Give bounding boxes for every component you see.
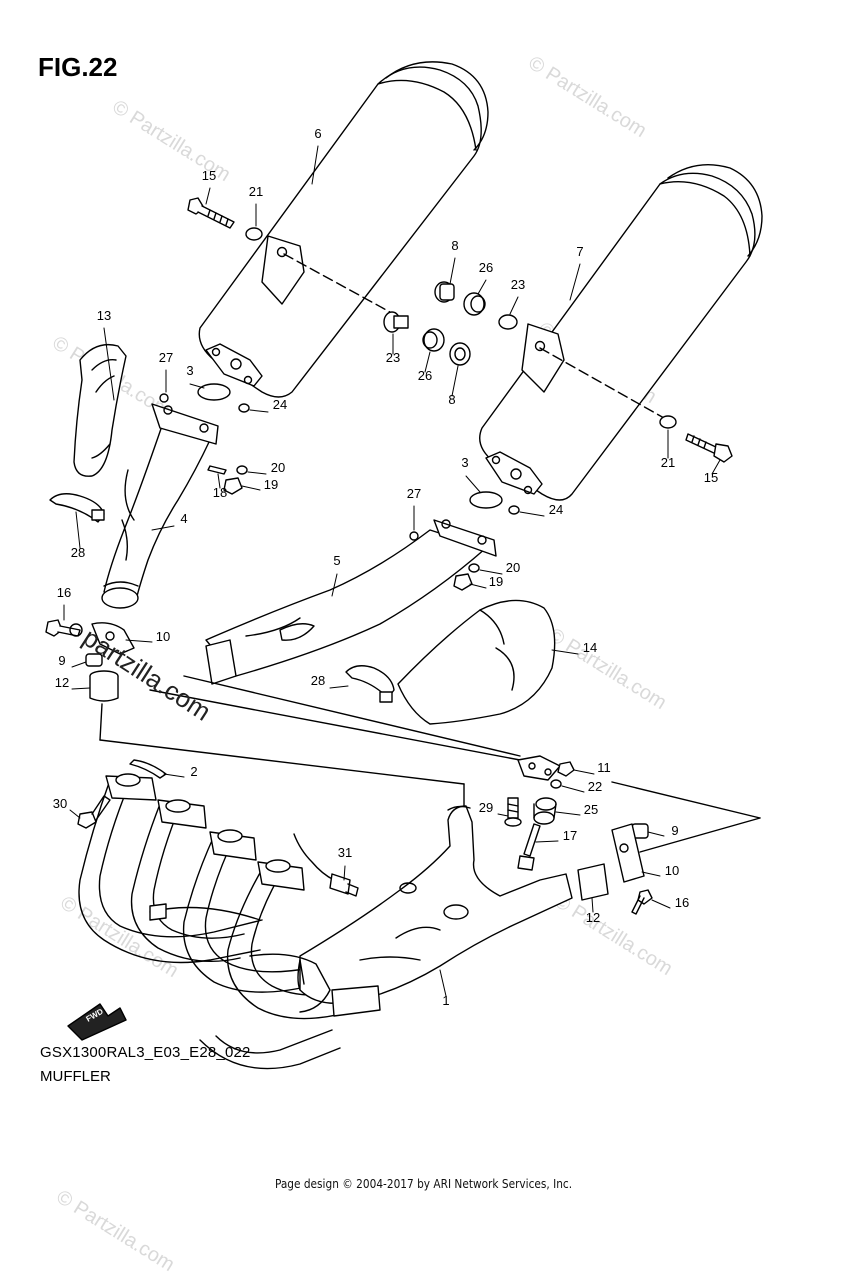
fwd-arrow-icon [67, 1003, 127, 1041]
callout-28: 28 [311, 673, 325, 688]
callout-5: 5 [333, 553, 340, 568]
nut-19-upper [223, 477, 243, 495]
bolt-16-lower [631, 889, 653, 915]
nut-27-upper [159, 393, 169, 403]
cushion-12-upper [89, 670, 119, 702]
bracket-10-upper [91, 622, 135, 655]
bracket-10-lower [611, 823, 645, 883]
gasket-2 [129, 759, 167, 779]
washer-21-upper [245, 227, 263, 241]
diagram-caption: MUFFLER [40, 1068, 111, 1085]
callout-12: 12 [586, 910, 600, 925]
callout-labels: 6715218262313273232682421153201819272442… [53, 126, 718, 1008]
callout-14: 14 [583, 640, 597, 655]
figure-title: FIG.22 [38, 52, 118, 82]
callout-16: 16 [57, 585, 71, 600]
collar-26-lower [422, 328, 445, 352]
exhaust-pipe-assembly-1 [78, 773, 573, 1070]
callout-15: 15 [202, 168, 216, 183]
collar-26-upper [463, 292, 486, 316]
bolt-16-upper [45, 619, 83, 637]
callout-18: 18 [213, 485, 227, 500]
callout-21: 21 [661, 455, 675, 470]
callout-2: 2 [190, 764, 197, 779]
callout-9: 9 [58, 653, 65, 668]
callout-22: 22 [588, 779, 602, 794]
callout-23: 23 [511, 277, 525, 292]
joint-pipe-4 [101, 403, 219, 609]
grommet-8-lower [449, 342, 471, 366]
washer-24-upper [238, 403, 250, 413]
nut-27-lower [409, 531, 419, 541]
heat-cover-14 [397, 599, 556, 725]
callout-24: 24 [549, 502, 563, 517]
callout-29: 29 [479, 800, 493, 815]
callout-31: 31 [338, 845, 352, 860]
nut-19-lower [453, 573, 473, 591]
clamp-28-lower [345, 665, 395, 703]
washer-20-lower [468, 563, 480, 573]
callout-12: 12 [55, 675, 69, 690]
cushion-12-lower [577, 863, 609, 901]
callout-3: 3 [461, 455, 468, 470]
callout-8: 8 [448, 392, 455, 407]
callout-1: 1 [442, 993, 449, 1008]
callout-26: 26 [418, 368, 432, 383]
bolt-15-upper [187, 197, 235, 229]
callout-26: 26 [479, 260, 493, 275]
callout-25: 25 [584, 802, 598, 817]
washer-24-lower [508, 505, 520, 515]
callout-9: 9 [671, 823, 678, 838]
callout-21: 21 [249, 184, 263, 199]
stud-18 [207, 465, 227, 475]
callout-17: 17 [563, 828, 577, 843]
grommet-8-upper [434, 281, 455, 303]
gasket-3-lower [469, 491, 503, 509]
bolt-29 [504, 797, 522, 827]
callout-11: 11 [597, 760, 611, 775]
callout-4: 4 [180, 511, 187, 526]
callout-10: 10 [665, 863, 679, 878]
callout-8: 8 [451, 238, 458, 253]
leader-lines [63, 145, 721, 997]
callout-30: 30 [53, 796, 67, 811]
bolt-15-lower [685, 433, 733, 463]
callout-27: 27 [407, 486, 421, 501]
callout-10: 10 [156, 629, 170, 644]
callout-7: 7 [576, 244, 583, 259]
callout-13: 13 [97, 308, 111, 323]
clamp-28-upper [49, 493, 105, 523]
callout-19: 19 [489, 574, 503, 589]
cushion-25 [533, 797, 557, 825]
callout-27: 27 [159, 350, 173, 365]
muffler-7 [479, 163, 763, 501]
callout-24: 24 [273, 397, 287, 412]
callout-20: 20 [271, 460, 285, 475]
callout-15: 15 [704, 470, 718, 485]
callout-28: 28 [71, 545, 85, 560]
callout-16: 16 [675, 895, 689, 910]
washer-22 [550, 779, 562, 789]
washer-20-upper [236, 465, 248, 475]
cushion-9-upper [85, 653, 103, 667]
callout-19: 19 [264, 477, 278, 492]
callout-23: 23 [386, 350, 400, 365]
muffler-6 [198, 61, 489, 398]
callout-3: 3 [186, 363, 193, 378]
bolt-30 [77, 795, 111, 829]
washer-21-lower [659, 415, 677, 429]
washer-23-right [498, 314, 518, 330]
callout-6: 6 [314, 126, 321, 141]
callout-20: 20 [506, 560, 520, 575]
bolt-17 [517, 823, 541, 871]
heat-cover-13 [73, 343, 127, 477]
joint-pipe-5 [205, 519, 497, 685]
parts-diagram: © Partzilla.com © Partzilla.com © Partzi… [38, 52, 763, 1276]
grommet-23-left [383, 311, 409, 333]
model-code: GSX1300RAL3_E03_E28_022 [40, 1044, 251, 1061]
gasket-3-upper [197, 383, 231, 401]
muffler-line-drawing: FWD 671521826231327323268242115320181927… [45, 61, 763, 1070]
bracket-11 [517, 755, 575, 781]
page-footer: Page design © 2004-2017 by ARI Network S… [274, 1177, 573, 1191]
